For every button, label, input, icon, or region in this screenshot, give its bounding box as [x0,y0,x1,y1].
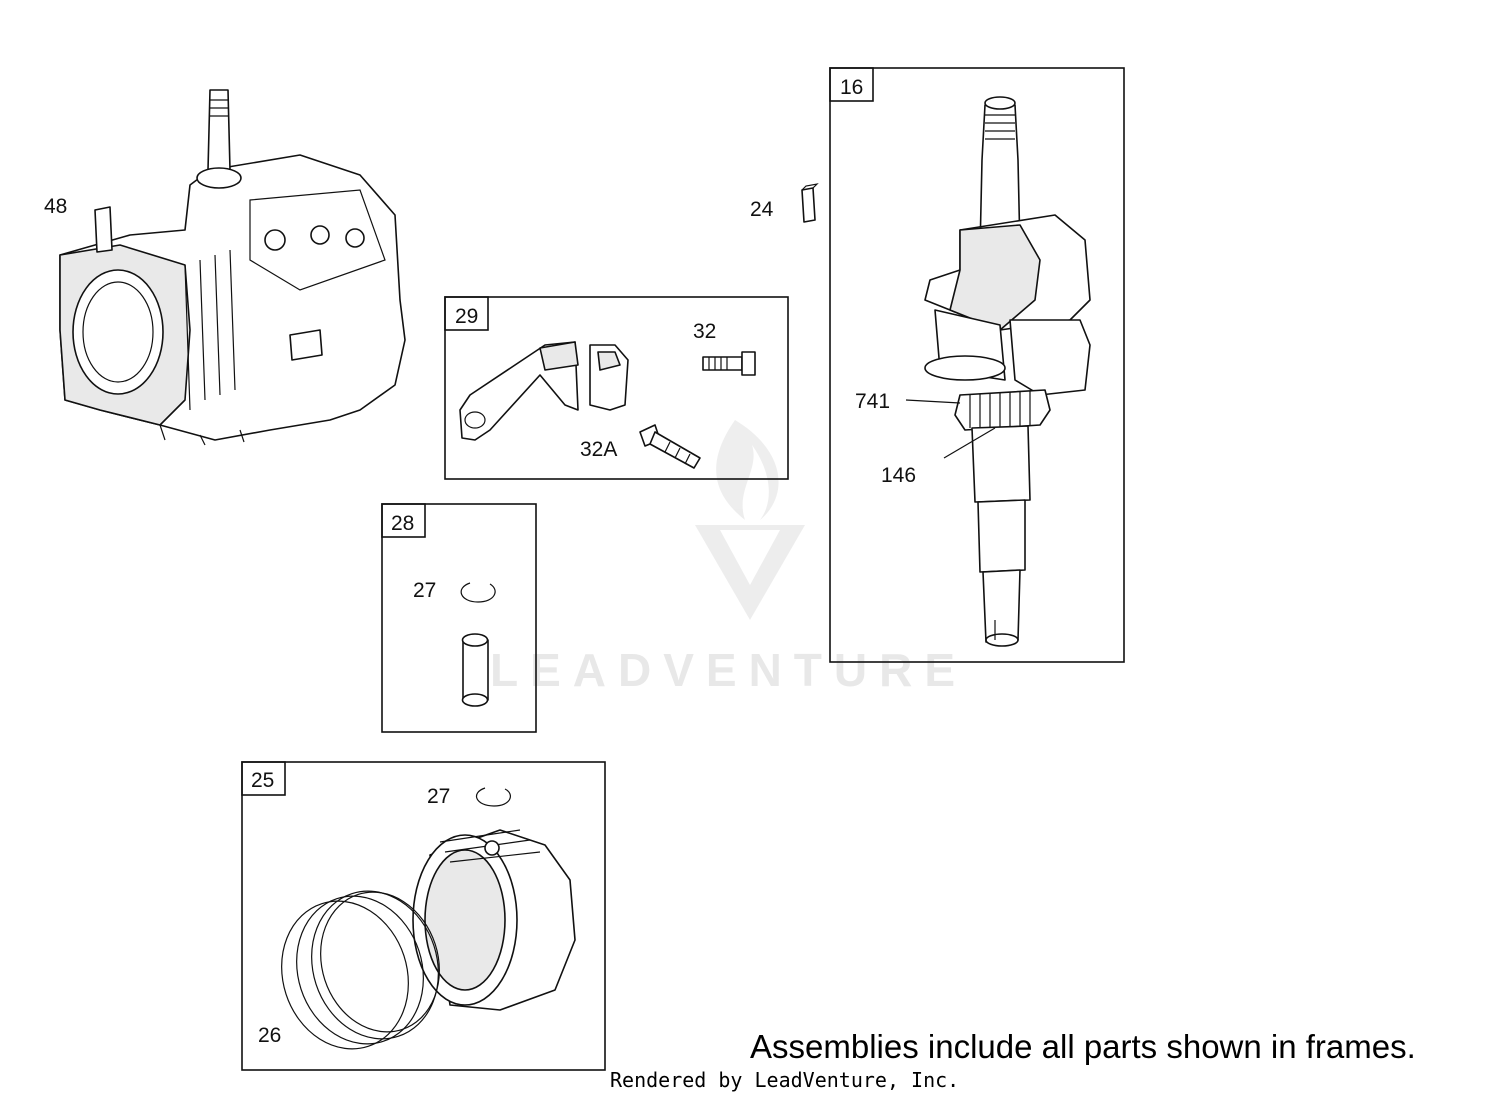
frame-28 [381,503,537,733]
frame-label-28: 28 [391,512,414,535]
retainer-clip-part-27a[interactable] [460,582,496,603]
wrist-pin-part[interactable] [461,633,489,707]
callout-26: 26 [258,1024,281,1047]
connecting-rod-part[interactable] [459,341,629,441]
rod-bolt-part-32[interactable] [702,351,756,376]
frame-25 [241,761,606,1071]
key-part-24[interactable] [801,183,819,223]
rendered-by-credit: Rendered by LeadVenture, Inc. [610,1068,959,1092]
callout-48: 48 [44,195,67,218]
watermark: LEADVENTURE [490,420,967,696]
leader-741 [905,399,961,404]
callout-32a: 32A [580,438,617,461]
callout-27b: 27 [427,785,450,808]
frame-label-16: 16 [840,76,863,99]
crankshaft-part[interactable] [924,96,1091,647]
callout-146: 146 [881,464,916,487]
rod-bolt-part-32a[interactable] [639,424,701,469]
piston-rings-part-26[interactable] [263,875,457,1066]
piston-part[interactable] [412,829,576,1011]
leader-146 [943,427,996,459]
engine-block-part-48[interactable] [59,89,406,446]
assemblies-note: Assemblies include all parts shown in fr… [750,1028,1416,1065]
frame-16 [829,67,1125,663]
frame-label-25: 25 [251,769,274,792]
callout-24: 24 [750,198,774,221]
watermark-text: LEADVENTURE [490,644,967,696]
callout-27a: 27 [413,579,436,602]
callout-32: 32 [693,320,716,343]
frame-29 [444,296,789,480]
callout-741: 741 [855,390,890,413]
frame-label-29: 29 [455,305,478,328]
retainer-clip-part-27b[interactable] [475,787,511,807]
